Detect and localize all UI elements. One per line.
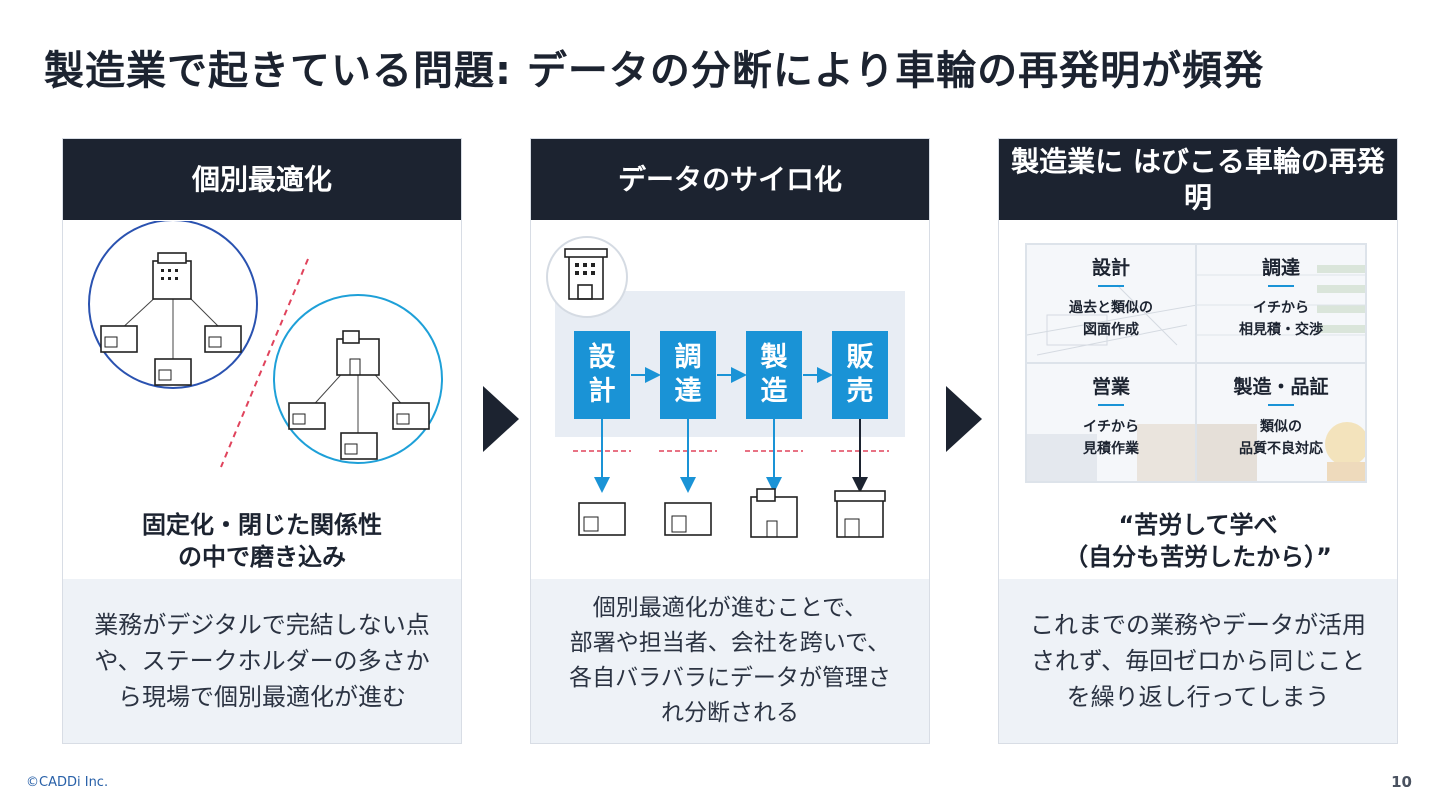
plant-building-icon [750,488,798,538]
network-illustration [88,221,443,468]
factory-icon [100,325,138,353]
flow-arrow-icon [946,386,982,452]
cell-rule [1268,404,1294,406]
stage-procurement: 調 達 [660,331,716,419]
cell-title: 設計 [1091,257,1130,279]
card-body-text: 個別最適化が進むことで、 部署や担当者、会社を跨いで、 各自バラバラにデータが管… [531,579,929,743]
warehouse-icon [664,502,712,536]
factory-icon [340,432,378,460]
silo-flow-diagram [573,367,889,538]
stage-manufacturing: 製 造 [746,331,802,419]
department-grid: 設計 過去と類似の 図面作成 調達 イチから 相見積・交渉 営業 イチから 見積… [1025,243,1367,483]
blueprint-image [1027,284,1195,356]
copyright: ©CADDi Inc. [26,775,109,790]
store-icon [834,490,886,538]
cell-title: 調達 [1261,257,1300,279]
grid-cell-procurement: 調達 イチから 相見積・交渉 [1197,245,1365,362]
cell-rule [1268,285,1294,287]
company-building-icon [546,236,628,318]
plant-building-icon [336,330,380,376]
card-data-silo: データのサイロ化 設 計 調 達 製 造 販 売 [530,138,930,744]
factory-icon [154,358,192,386]
card-body-text: 業務がデジタルで完結しない点 や、ステークホルダーの多さか ら現場で個別最適化が… [63,579,461,743]
cell-text: イチから 見積作業 [1083,419,1139,457]
divider-line [220,258,309,468]
factory-icon [204,325,242,353]
cell-title: 製造・品証 [1233,376,1329,398]
worker-image [1197,422,1365,481]
card-header: データのサイロ化 [531,139,929,220]
card-caption: 固定化・閉じた関係性 の中で磨き込み [142,511,382,571]
card-body-text: これまでの業務やデータが活用 されず、毎回ゼロから同じこと を繰り返し行ってしま… [999,579,1397,743]
cell-text: イチから 相見積・交渉 [1239,300,1323,338]
stage-sales: 販 売 [832,331,888,419]
stage-design: 設 計 [574,331,630,419]
hq-building-icon [152,252,192,300]
card-individual-optimization: 個別最適化 固定化・閉じた関係性 の中で磨き込み 業務がデジタルで完 [62,138,462,744]
cell-rule [1098,404,1124,406]
calculator-image [1027,424,1195,481]
card-caption: “苦労して学べ （自分も苦労したから）” [1064,511,1332,571]
factory-icon [288,402,326,430]
cell-rule [1098,285,1124,287]
grid-cell-quality: 製造・品証 類似の 品質不良対応 [1197,364,1365,481]
page-number: 10 [1391,773,1412,791]
page-title: 製造業で起きている問題: データの分断により車輪の再発明が頻発 [44,48,1265,94]
card-reinventing-wheel: 製造業に はびこる車輪の再発明 設計 過去と類似の 図面作成 調達 イチから 相… [998,138,1398,744]
grid-cell-design: 設計 過去と類似の 図面作成 [1027,245,1195,362]
grid-cell-sales: 営業 イチから 見積作業 [1027,364,1195,481]
card-header: 製造業に はびこる車輪の再発明 [999,139,1397,220]
flow-arrow-icon [483,386,519,452]
cell-title: 営業 [1091,376,1130,398]
cell-text: 過去と類似の 図面作成 [1069,300,1153,338]
card-header: 個別最適化 [63,139,461,220]
factory-icon [578,502,626,536]
cell-text: 類似の 品質不良対応 [1239,419,1323,457]
factory-icon [392,402,430,430]
spreadsheet-image [1197,265,1365,336]
